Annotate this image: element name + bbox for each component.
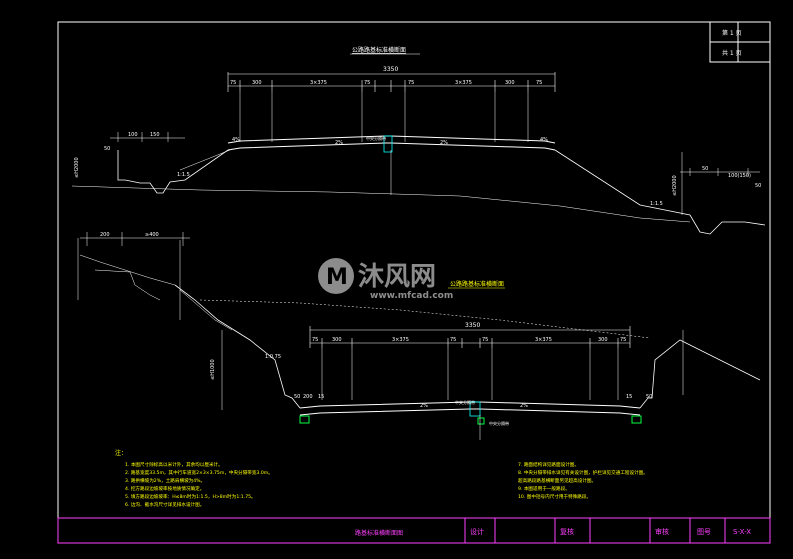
bottom-dim-2: 3×375 [392,337,409,343]
bottom-dim-0: 75 [312,337,318,343]
top-dim-2: 3×375 [310,80,327,86]
mid-section-title: 公路路基标准横断面 [450,280,504,288]
top-section-title: 公路路基标准横断面 [352,46,406,54]
note-right-1: 8. 中央分隔带排水详见有关设计图，护栏详见交通工程设计图。 [518,469,648,476]
top-side-ratio-right: 1:1.5 [650,201,663,207]
bottom-cross-slope-left: 2% [420,403,428,409]
drawing-no-value: S-X-X [733,528,751,536]
note-left-2: 3. 路拱横坡为2%，土路肩横坡为4%。 [125,477,205,484]
revision-row2: 共 1 页 [722,49,742,57]
drawing-no-label: 图号 [697,528,711,536]
bottom-cross-slope-right: 2% [520,403,528,409]
note-left-0: 1. 本图尺寸除标高以米计外，其余均以厘米计。 [125,461,223,468]
watermark: M 沐风网 www.mfcad.com [318,258,453,301]
top-dim-5: 3×375 [455,80,472,86]
top-dim-4: 75 [408,80,414,86]
bottom-cut-ratio: 1:0.75 [265,354,281,360]
top-median-label: 中央分隔带 [366,135,386,141]
notes-header: 注： [115,449,127,457]
reviewer-label: 审核 [655,527,669,536]
watermark-url: www.mfcad.com [370,291,453,301]
bottom-overall-width: 3350 [465,322,480,329]
watermark-name: 沐风网 [358,262,436,292]
revision-box: 第 1 页 共 1 页 [709,21,771,63]
revision-row1: 第 1 页 [722,29,742,37]
top-dim-7: 75 [536,80,542,86]
bottom-height: ≤H1000 [210,359,216,380]
note-left-5: 6. 边沟、截水沟尺寸详见排水设计图。 [125,501,204,508]
top-slope-left: 4% [232,137,240,143]
bottom-cross-section: 公路路基标准横断面 3350 75 300 3×375 75 75 3×375 … [77,232,761,440]
note-right-2: 超高路段路基横断面另见超高设计图。 [518,477,596,484]
note-left-4: 5. 填方路段边坡坡率：H≤8m时为1:1.5，H>8m时为1:1.75。 [125,493,256,500]
top-overall-width: 3350 [383,66,398,73]
top-dim-3: 75 [364,80,370,86]
top-side-ratio-left: 1:1.5 [177,172,190,178]
bottom-ditch-0: 50 [294,394,300,400]
bottom-dim-4: 75 [482,337,488,343]
bottom-dim-3: 75 [450,337,456,343]
top-ditch-dim-1: 100 [128,132,138,138]
bottom-dim-1: 300 [332,337,342,343]
top-height-left: ≤H2000 [74,157,80,178]
top-slope-right: 4% [540,137,548,143]
drawing-title-label: 路基标准横断面图 [355,529,403,537]
top-cross-slope-right: 2% [440,140,448,146]
bottom-drain-label: 中央分隔带 [489,420,509,426]
bottom-left-dim-1: ≥400 [145,232,159,238]
top-dim-0: 75 [230,80,236,86]
bottom-right-ditch-1: 50 [646,394,652,400]
watermark-logo-letter: M [326,265,348,290]
bottom-left-dim-0: 200 [100,232,110,238]
top-dim-1: 300 [252,80,262,86]
note-left-1: 2. 路基宽度33.5m，其中行车道宽2×3×3.75m，中央分隔带宽3.0m。 [125,469,273,476]
note-left-3: 4. 挖方路段边坡坡率按地质情况确定。 [125,485,204,492]
bottom-dim-7: 75 [620,337,626,343]
watermark-logo-icon [318,258,354,294]
bottom-dim-6: 300 [598,337,608,343]
top-cross-section: 公路路基标准横断面 3350 75 300 3×375 75 75 3×375 … [71,46,766,235]
note-right-3: 9. 本图适用于一般路段。 [518,485,570,492]
top-dim-6: 300 [505,80,515,86]
bottom-ditch-2: 15 [318,394,324,400]
checker-label: 复核 [560,527,574,536]
top-ditch-dim-0: 50 [104,146,110,152]
designer-label: 设计 [470,527,484,536]
bottom-right-ditch-0: 15 [626,394,632,400]
top-height-right: ≤H2000 [672,175,678,196]
notes-block: 注： 1. 本图尺寸除标高以米计外，其余均以厘米计。 2. 路基宽度33.5m，… [115,449,648,508]
note-right-0: 7. 路面结构详见路面设计图。 [518,461,579,468]
top-cross-slope-left: 2% [335,140,343,146]
top-right-dim-0: 50 [702,166,708,172]
top-right-dim-2: 50 [755,183,761,189]
bottom-dim-5: 3×375 [535,337,552,343]
bottom-ditch-1: 200 [303,394,313,400]
top-ditch-dim-2: 150 [150,132,160,138]
top-right-dim-1: 100(150) [728,173,751,179]
note-right-4: 10. 图中括号内尺寸用于特殊路段。 [518,493,591,500]
bottom-median-label: 中央分隔带 [455,399,475,405]
title-block: 路基标准横断面图 设计 复核 审核 图号 S-X-X [57,517,771,544]
